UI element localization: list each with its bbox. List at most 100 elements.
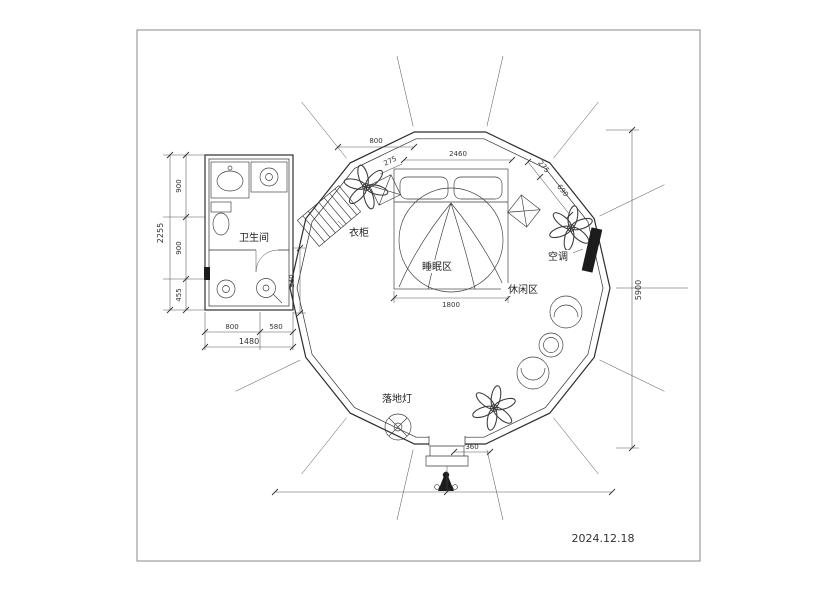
label-leisure-area: 休闲区 <box>501 283 545 296</box>
bed <box>393 168 509 293</box>
ac-unit <box>581 227 603 273</box>
toilet-tank <box>210 201 232 213</box>
wall-duct <box>204 267 210 280</box>
label-bathroom-text: 卫生间 <box>239 231 269 244</box>
bathroom-walls-inner <box>208 158 290 307</box>
dim-text-800-top: 800 <box>369 137 382 145</box>
dim-275-left-line <box>379 163 403 175</box>
dim-text-580: 580 <box>269 323 282 331</box>
dim-940-ticks <box>296 244 304 317</box>
dim-bottom-overall <box>271 488 616 496</box>
label-leisure-area-bg <box>501 283 545 296</box>
washbasin-bowl <box>216 170 244 192</box>
label-sleeping-area-bg <box>415 260 459 273</box>
washbasin <box>210 161 250 199</box>
entrance-steps <box>425 445 469 467</box>
dim-text-1800: 1800 <box>442 301 460 309</box>
dim-360-ticks <box>450 448 494 456</box>
dim-top-span: 2460 <box>400 150 516 164</box>
floor-drain <box>216 279 236 299</box>
drawing-frame <box>136 29 701 562</box>
bed-outline <box>393 168 509 290</box>
dim-275-690-line <box>527 161 571 216</box>
dim-text-900-a: 900 <box>175 179 183 192</box>
nightstand-left-outline <box>368 174 402 206</box>
label-bathroom: 卫生间 <box>233 231 275 244</box>
floor-lamp-symbol <box>384 413 412 441</box>
dim-bed: 1800 <box>390 291 512 309</box>
quilt-circle <box>398 187 504 293</box>
dim-text-800-bath: 800 <box>225 323 238 331</box>
tent-guy-lines <box>235 55 688 521</box>
dim-left-total-ticks <box>166 151 174 314</box>
label-leisure-area-text: 休闲区 <box>508 283 538 296</box>
dim-bottom-ticks <box>271 488 616 496</box>
washing-machine <box>250 161 288 193</box>
dim-text-940: 940 <box>288 274 296 287</box>
label-sleeping-area: 睡眠区 <box>415 260 459 273</box>
dim-800-ticks <box>334 143 418 151</box>
label-wardrobe-leader <box>337 220 345 228</box>
dim-2460-ticks <box>400 156 516 164</box>
dim-side-940: 940 <box>288 244 306 317</box>
nightstand-left-cross <box>369 174 401 206</box>
bathroom <box>204 154 294 311</box>
lounge-chair-bottom <box>516 356 550 390</box>
shower-head <box>256 278 276 298</box>
nightstand-left <box>368 174 402 206</box>
plant-bottom-icon <box>464 379 524 437</box>
lounge-chair-top-back <box>553 304 579 318</box>
bathroom-walls-outer <box>204 154 294 311</box>
dim-text-360: 360 <box>465 443 478 451</box>
floor-lamp-cross <box>388 417 408 437</box>
dim-bath-width-ext <box>204 312 294 350</box>
label-wardrobe-text: 衣柜 <box>349 226 369 239</box>
plant-topleft-icon <box>338 159 394 215</box>
date-label: 2024.12.18 <box>572 532 635 545</box>
dim-entrance: 360 <box>450 443 494 456</box>
dim-top-right: 275 690 <box>524 158 574 219</box>
dim-bottom-bathroom: 800 580 1480 <box>201 312 297 351</box>
dim-left-bathroom: 2255 900 900 455 <box>156 151 205 314</box>
entrance-figure-head <box>442 471 450 479</box>
dim-text-2255: 2255 <box>156 223 165 243</box>
dim-bath-width-seg-ticks <box>201 328 297 336</box>
dim-text-900-b: 900 <box>175 241 183 254</box>
nightstand-right <box>507 194 541 228</box>
dim-275-690-ticks <box>524 158 574 219</box>
entrance-pot-left <box>434 484 440 490</box>
lounge-chair-top <box>549 295 583 329</box>
floor-lamp-shade <box>384 413 412 441</box>
nightstand-right-outline <box>507 194 541 228</box>
label-ac-text: 空调 <box>548 250 568 263</box>
shower-head-center <box>262 284 270 292</box>
side-table <box>538 332 564 358</box>
dim-text-2460: 2460 <box>449 150 467 158</box>
label-wardrobe-bg <box>345 226 373 239</box>
entrance-jambs <box>428 436 466 446</box>
shower-handle <box>272 293 283 304</box>
entrance-pot-right <box>452 484 458 490</box>
entrance-figure <box>438 471 454 491</box>
inner-wall-polygon <box>296 138 604 438</box>
dim-left-seg-ticks <box>182 151 190 314</box>
dim-right-ext <box>606 129 639 449</box>
label-sleeping-area-text: 睡眠区 <box>422 260 452 273</box>
toilet-bowl <box>212 212 230 236</box>
ac-unit-body <box>581 227 603 273</box>
dim-left-ext <box>163 154 205 311</box>
leisure-furniture <box>516 295 583 390</box>
dim-text-1480: 1480 <box>239 337 259 346</box>
label-ac-bg <box>543 250 573 263</box>
side-table-top <box>543 337 559 353</box>
label-ac: 空调 <box>543 248 584 263</box>
washing-machine-drum-center <box>265 173 273 181</box>
dim-text-455: 455 <box>175 288 183 301</box>
label-wardrobe: 衣柜 <box>337 220 373 239</box>
dim-bath-width-total-ticks <box>201 343 297 351</box>
label-floor-lamp-text: 落地灯 <box>382 392 412 405</box>
outer-wall-polygon <box>289 131 611 445</box>
label-bathroom-bg <box>233 231 275 244</box>
entrance <box>425 445 469 492</box>
